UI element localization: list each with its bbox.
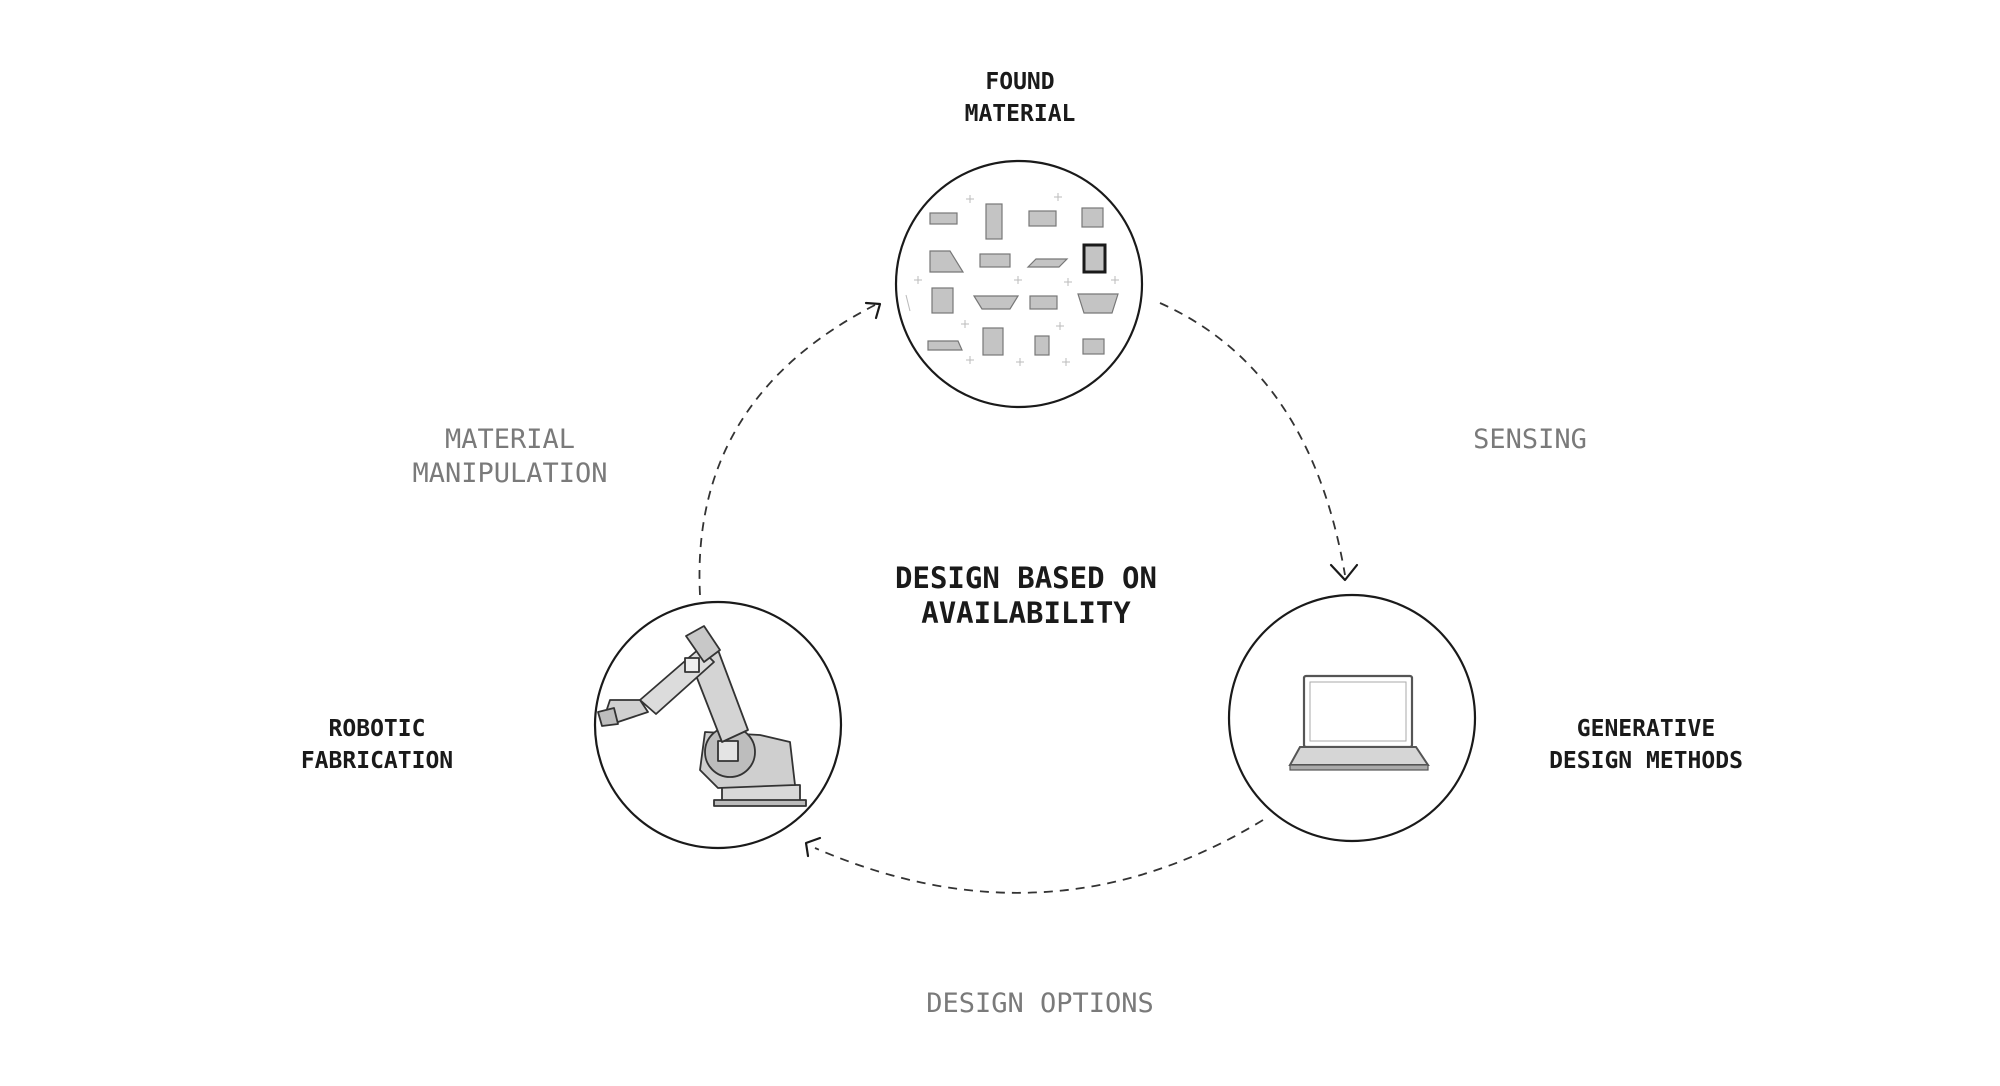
robotic-fabrication-node bbox=[593, 600, 843, 850]
center-title-line1: DESIGN BASED ON bbox=[895, 561, 1157, 595]
found-material-circle bbox=[894, 159, 1144, 409]
design-options-arrowhead bbox=[804, 836, 822, 858]
material-manipulation-label-line1: MATERIAL bbox=[445, 424, 575, 455]
generative-design-label-line2: DESIGN METHODS bbox=[1549, 748, 1743, 774]
sensing-flow-arrow bbox=[1159, 302, 1346, 576]
generative-design-label-line1: GENERATIVE bbox=[1577, 716, 1715, 742]
material-pieces-icon bbox=[905, 193, 1119, 366]
found-material-label-line1: FOUND bbox=[985, 69, 1054, 95]
material-manipulation-label-line2: MANIPULATION bbox=[412, 458, 607, 489]
center-title-line2: AVAILABILITY bbox=[921, 596, 1131, 630]
design-options-flow-arrow bbox=[814, 819, 1264, 894]
generative-design-node bbox=[1227, 593, 1477, 843]
robotic-fabrication-label-line1: ROBOTIC bbox=[329, 716, 426, 742]
sensing-arrowhead bbox=[1329, 563, 1359, 582]
laptop-icon bbox=[1288, 674, 1430, 771]
material-manipulation-arrowhead bbox=[864, 301, 882, 320]
design-options-label: DESIGN OPTIONS bbox=[926, 988, 1154, 1019]
material-manipulation-flow-arrow bbox=[698, 304, 876, 596]
robotic-fabrication-label-line2: FABRICATION bbox=[301, 748, 453, 774]
robot-arm-icon bbox=[597, 625, 807, 807]
found-material-label-line2: MATERIAL bbox=[965, 101, 1076, 127]
found-material-node bbox=[894, 159, 1144, 409]
sensing-label: SENSING bbox=[1473, 424, 1587, 455]
